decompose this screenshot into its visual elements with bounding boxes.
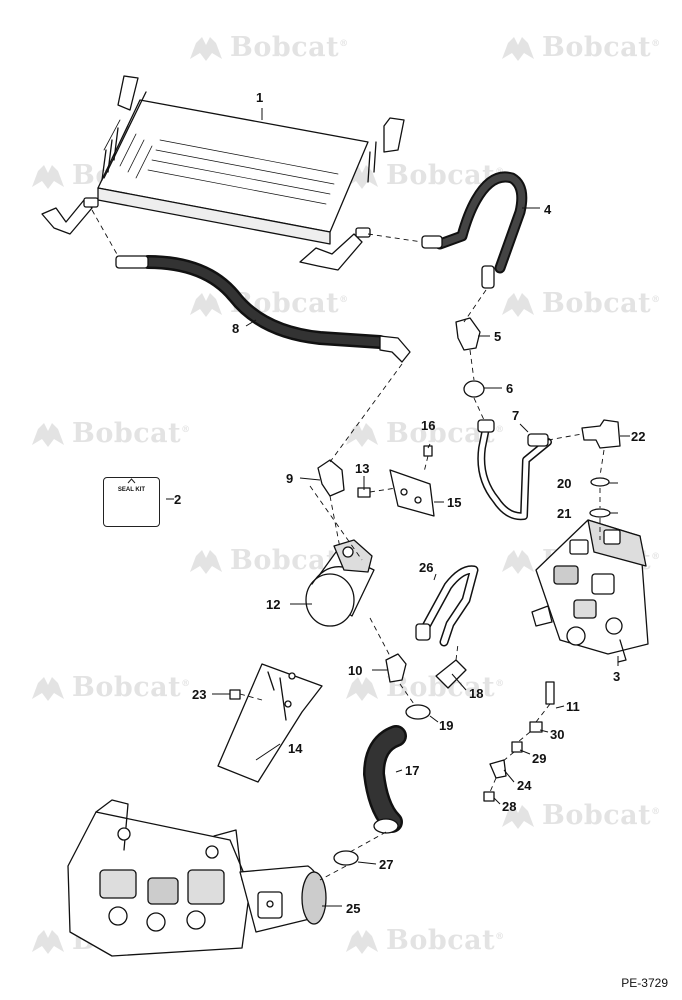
- callout-11: 11: [566, 699, 580, 714]
- cap-28: [483, 791, 495, 802]
- seal-kit-label: SEAL KIT: [117, 487, 146, 493]
- filter-12: [305, 539, 375, 627]
- hose-4-fitting: [481, 265, 495, 289]
- callout-13: 13: [355, 461, 370, 476]
- drawing-code: PE-3729: [621, 976, 668, 990]
- clamp-27: [333, 850, 359, 866]
- callout-6: 6: [506, 381, 514, 396]
- callout-26: 26: [419, 560, 434, 575]
- shield-14: [217, 663, 323, 783]
- hose-17: [363, 725, 407, 834]
- fitting-18: [435, 659, 467, 689]
- callout-19: 19: [439, 718, 454, 733]
- callout-2: 2: [174, 492, 182, 507]
- tube-26: [415, 565, 479, 647]
- callout-12: 12: [266, 597, 281, 612]
- callout-18: 18: [469, 686, 484, 701]
- nut-6: [463, 380, 485, 398]
- hose-4-fitting: [421, 235, 443, 249]
- control-valve: [531, 519, 649, 663]
- seal-kit-box: SEAL KIT: [103, 477, 160, 527]
- callout-24: 24: [517, 778, 532, 793]
- hose-assembly-4: [421, 171, 528, 289]
- callout-15: 15: [447, 495, 462, 510]
- callout-21: 21: [557, 506, 572, 521]
- bolt-11: [545, 681, 555, 705]
- o-ring-20: [590, 477, 610, 487]
- elbow-fitting-5: [455, 317, 481, 351]
- o-ring-21: [589, 508, 611, 518]
- hose-8-elbow: [379, 335, 411, 363]
- callout-7: 7: [512, 408, 520, 423]
- callout-23: 23: [192, 687, 207, 702]
- callout-4: 4: [544, 202, 552, 217]
- callout-25: 25: [346, 901, 361, 916]
- cooler-port-right: [355, 227, 371, 238]
- elbow-fitting-9: [317, 459, 345, 497]
- hose-assembly-8: [115, 255, 411, 363]
- callout-29: 29: [532, 751, 547, 766]
- fitting-24: [489, 759, 507, 779]
- callout-8: 8: [232, 321, 240, 336]
- cooler-port-left: [83, 197, 99, 208]
- callout-10: 10: [348, 663, 363, 678]
- callout-27: 27: [379, 857, 394, 872]
- callout-28: 28: [502, 799, 517, 814]
- seal-kit-header-icon: [127, 478, 136, 484]
- callout-1: 1: [256, 90, 264, 105]
- bolt-23: [229, 689, 241, 700]
- bracket-15: [389, 469, 435, 517]
- callout-14: 14: [288, 741, 303, 756]
- callout-22: 22: [631, 429, 646, 444]
- hose-8-fitting: [115, 255, 149, 269]
- callout-17: 17: [405, 763, 420, 778]
- tube-7: [477, 419, 552, 521]
- oil-cooler: [41, 75, 405, 271]
- callout-20: 20: [557, 476, 572, 491]
- elbow-fitting-22: [581, 419, 621, 449]
- washer-29: [511, 741, 523, 753]
- leader-lines: [166, 108, 630, 907]
- clamp-19: [405, 704, 431, 720]
- callout-5: 5: [494, 329, 502, 344]
- callout-3: 3: [613, 669, 621, 684]
- connection-lines: [91, 209, 605, 881]
- callout-30: 30: [550, 727, 565, 742]
- fitting-10: [385, 653, 407, 683]
- callout-16: 16: [421, 418, 436, 433]
- callout-9: 9: [286, 471, 294, 486]
- hydrostatic-pump: [67, 799, 327, 957]
